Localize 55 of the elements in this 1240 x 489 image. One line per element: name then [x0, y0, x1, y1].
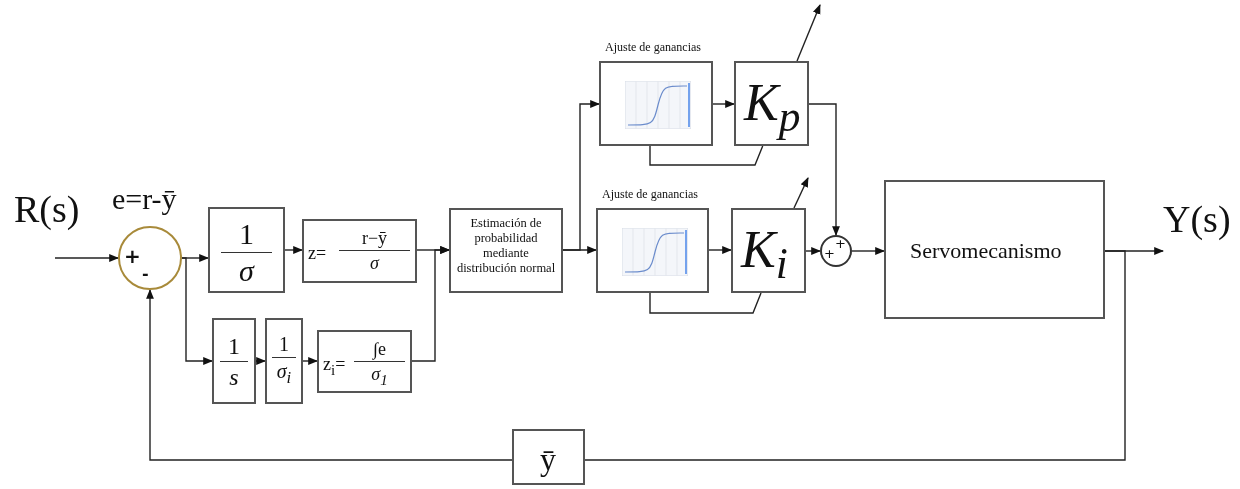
block-label: Servomecanismo — [910, 240, 1062, 262]
arrow — [284, 246, 303, 254]
plus-sign: + — [835, 237, 846, 250]
fraction-numerator: 1 — [228, 334, 240, 358]
fraction-numerator: 1 — [279, 334, 289, 354]
plus-sign: + — [824, 247, 835, 260]
fraction-numerator: ∫e — [373, 340, 386, 358]
fraction-numerator: r−ȳ — [361, 229, 388, 247]
gain-symbol: K$_{p}$ — [744, 77, 801, 139]
gain-block — [731, 208, 806, 293]
arrow — [146, 289, 513, 461]
fraction-denominator: σ$_{1}$ — [371, 365, 388, 388]
arrow — [796, 4, 821, 62]
plus-sign: + — [124, 246, 141, 266]
plant-block — [884, 180, 1105, 319]
equation-lhs: z= — [308, 244, 327, 262]
signal-label: e=r-ȳ — [112, 184, 177, 214]
connector-line — [649, 145, 764, 166]
arrow — [302, 357, 318, 365]
arrow — [712, 100, 735, 108]
integrator-block — [212, 318, 256, 404]
gain-symbol: K$_{i}$ — [741, 224, 788, 286]
block-heading: Ajuste de ganancias — [602, 188, 698, 200]
equation-block — [317, 330, 412, 393]
arrow — [793, 177, 809, 209]
connector-line — [584, 250, 1126, 461]
fraction-denominator: σ — [239, 256, 254, 286]
minus-sign: - — [142, 266, 149, 282]
equation-block — [302, 219, 417, 283]
arrow — [411, 246, 450, 362]
gain-block — [265, 318, 303, 404]
arrow — [708, 246, 732, 254]
block-label: ȳ — [540, 443, 556, 475]
process-block — [449, 208, 563, 293]
arrow — [808, 103, 840, 236]
arrow — [181, 257, 213, 365]
arrow — [255, 357, 266, 365]
gain-block — [208, 207, 285, 293]
fraction-numerator: 1 — [239, 219, 254, 249]
arrow — [54, 254, 119, 262]
arrow — [562, 246, 597, 254]
arrow — [851, 247, 885, 255]
fraction-denominator: s — [229, 365, 239, 389]
arrow — [805, 247, 821, 255]
signal-label: R(s) — [14, 190, 80, 228]
fraction-denominator: σ — [370, 254, 379, 272]
summing-junction — [820, 235, 852, 267]
equation-lhs: z$_{i}$= — [323, 354, 346, 378]
block-label: Estimación de probabilidad mediante distribución normal — [455, 216, 557, 276]
connector-line — [649, 292, 762, 314]
fraction-denominator: σ$_{i}$ — [276, 361, 292, 387]
signal-label: Y(s) — [1163, 200, 1235, 252]
block-heading: Ajuste de ganancias — [605, 41, 701, 53]
gain-block — [734, 61, 809, 146]
feedback-block — [512, 429, 585, 485]
